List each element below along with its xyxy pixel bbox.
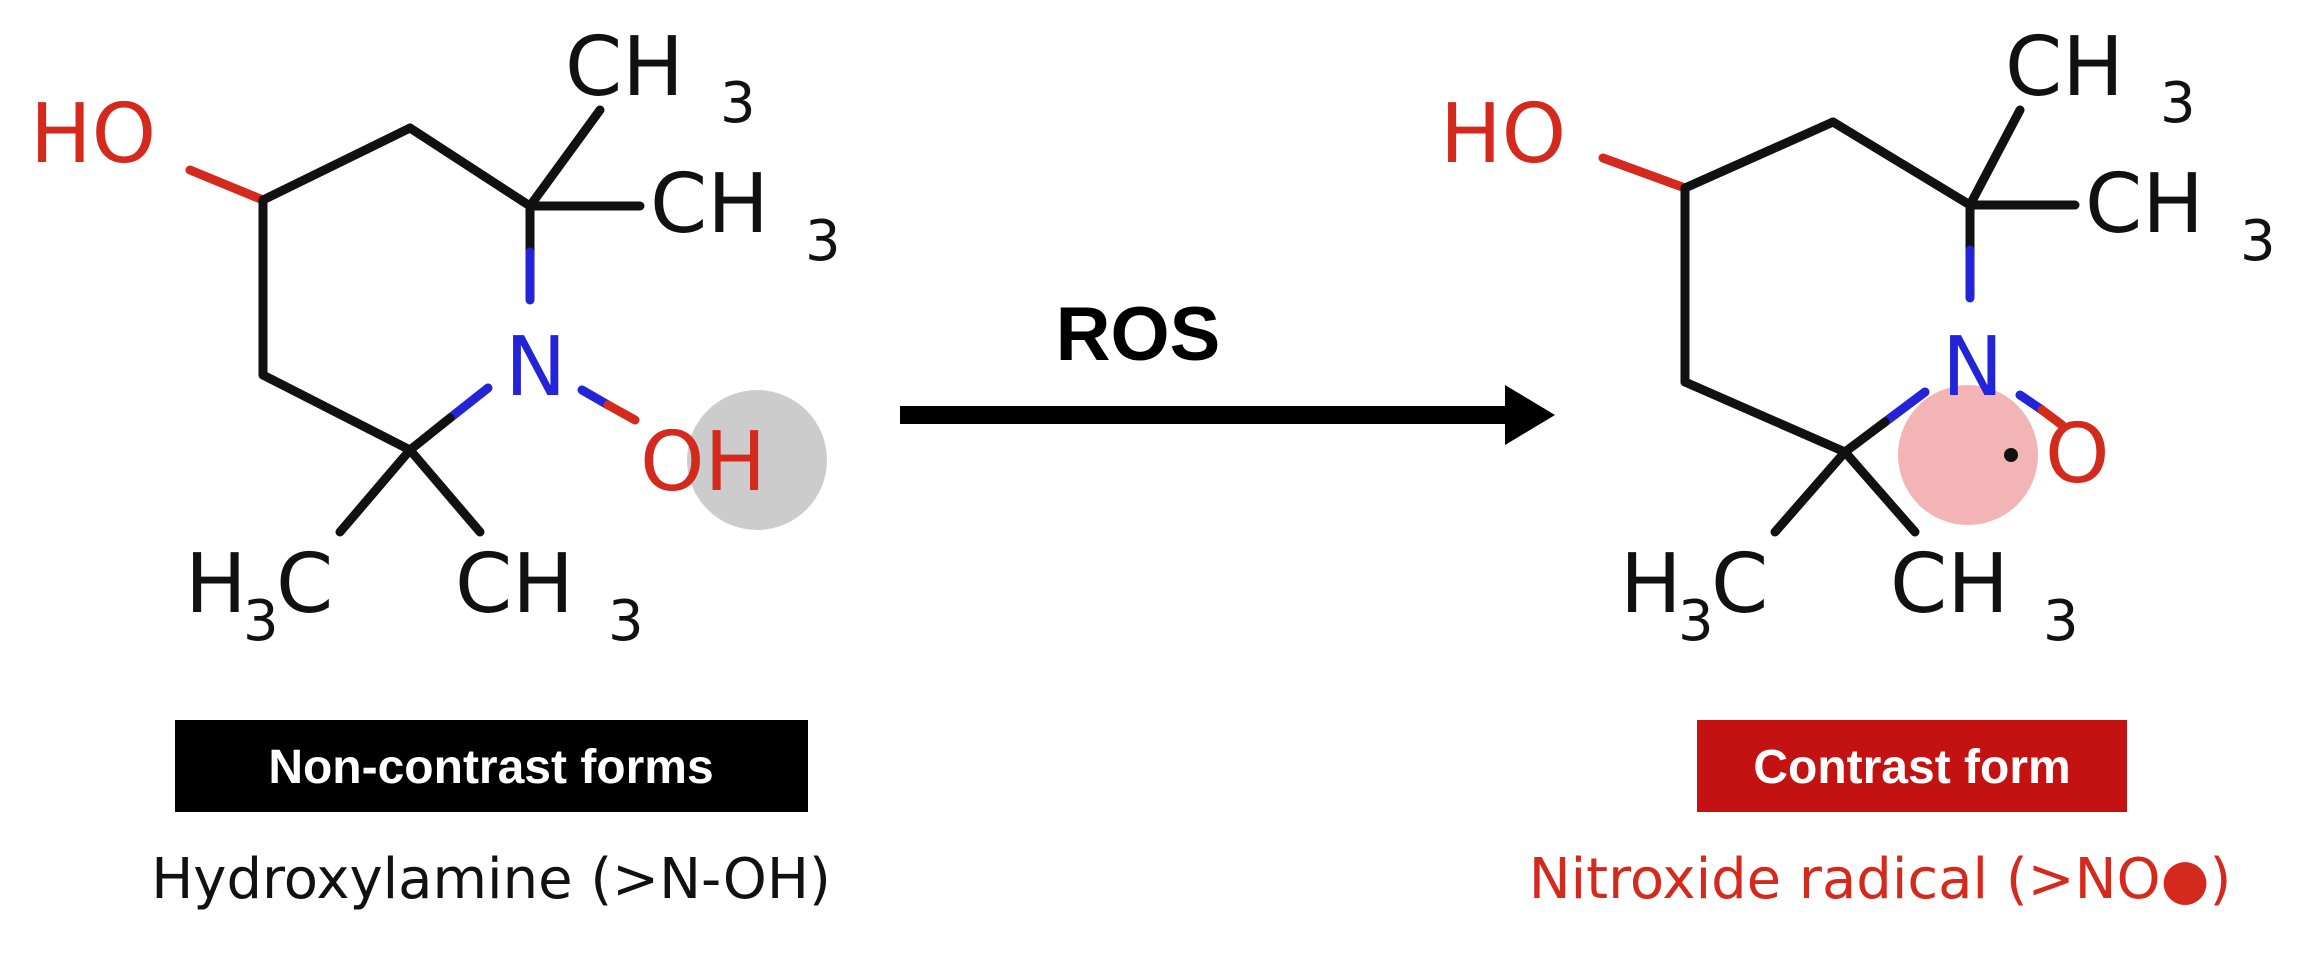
right-h3c-h-label: H [1620,537,1682,632]
left-ch3-mid-label: CH [650,157,769,252]
right-bond-n-o-red [2037,405,2067,430]
left-labels: Non-contrast forms Hydroxylamine (>N-OH) [151,720,831,912]
left-bond-n-o-red [603,400,640,425]
left-bond-c6-c5 [258,370,415,455]
right-bond-ho [1598,153,1690,193]
left-ch3-top-label: CH [565,20,684,115]
right-bond-n-c6-blue [1880,387,1930,427]
right-ch3-bottom-subscript: 3 [2043,589,2079,654]
right-radical-dot [2004,448,2018,462]
right-badge [1697,720,2127,812]
right-ch3-top-label: CH [2005,20,2124,115]
left-h3c-c-label: C [276,537,333,632]
left-molecule: HO CH 3 CH 3 N OH H 3 C CH 3 [30,20,841,654]
right-bond-c6-ch3-bottom [1840,447,1920,537]
left-ch3-mid-subscript: 3 [805,209,841,274]
left-bond-c6-h3c [335,445,415,537]
left-bond-n-c6-dark [405,413,455,455]
left-badge [175,720,808,812]
left-bond-c4-c3 [258,123,415,205]
reaction-arrow-group: ROS [900,292,1555,445]
left-oh-label: OH [640,415,766,510]
left-oh-highlight [687,390,827,530]
left-ch3-bottom-label: CH [455,537,574,632]
right-ch3-bottom-label: CH [1890,537,2009,632]
right-ch3-mid-subscript: 3 [2240,209,2276,274]
right-ch3-top-subscript: 3 [2160,71,2196,136]
ros-label: ROS [1056,292,1221,377]
left-bond-ho [185,165,268,205]
left-ho-label: HO [30,87,156,182]
right-bond-c6-h3c [1770,447,1850,537]
left-caption: Hydroxylamine (>N-OH) [151,847,831,912]
left-ch3-top-subscript: 3 [720,71,756,136]
right-bond-c2-ch3-top [1965,105,2025,210]
left-bond-c3-c2 [405,123,535,211]
right-labels: Contrast form Nitroxide radical (>NO●) [1529,720,2232,912]
right-o-label: O [2045,407,2110,502]
left-bond-c2-ch3-top [525,105,605,211]
right-bond-c6-c5 [1680,377,1850,457]
left-h3c-subscript: 3 [243,589,279,654]
right-h3c-c-label: C [1711,537,1768,632]
right-molecule: HO CH 3 CH 3 N O H 3 C CH 3 [1440,20,2276,654]
left-badge-label: Non-contrast forms [268,741,713,794]
left-bond-n-c6-blue [445,383,493,423]
left-ch3-bottom-subscript: 3 [608,589,644,654]
right-ch3-mid-label: CH [2085,157,2204,252]
right-bond-c3-c2 [1828,117,1975,210]
right-bond-c4-c3 [1680,117,1838,193]
left-bond-c6-ch3-bottom [405,445,485,537]
left-h3c-h-label: H [185,537,247,632]
reaction-arrow-head [1505,385,1555,445]
right-caption: Nitroxide radical (>NO●) [1529,847,2232,912]
right-ho-label: HO [1440,87,1566,182]
right-bond-n-c6-dark [1840,417,1890,457]
right-h3c-subscript: 3 [1678,589,1714,654]
left-n-label: N [505,320,566,415]
right-o-highlight [1898,385,2038,525]
right-n-label: N [1942,320,2003,415]
right-badge-label: Contrast form [1753,741,2070,794]
left-bond-n-o-blue [577,385,613,410]
